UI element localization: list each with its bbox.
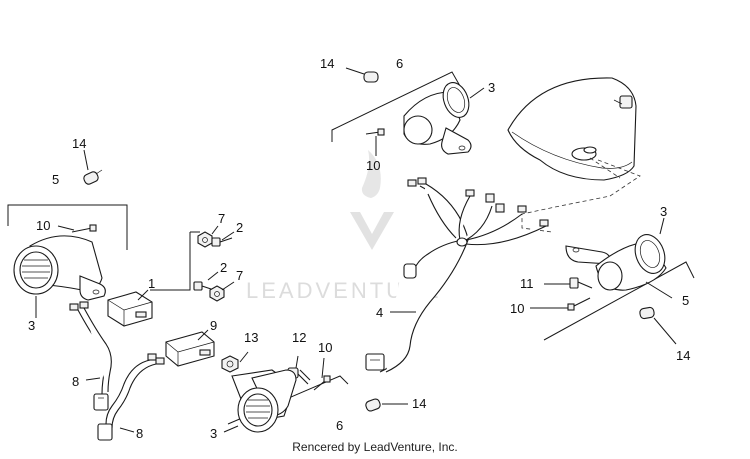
callout-10-left: 10 [36, 218, 50, 233]
top-signal-housing [403, 82, 472, 155]
right-signal-housing [565, 234, 667, 291]
callout-3-bottom: 3 [210, 426, 217, 441]
nut-part [221, 355, 239, 373]
callout-14-right: 14 [676, 348, 690, 363]
callout-8-b: 8 [136, 426, 143, 441]
group-bracket [150, 232, 191, 291]
render-credit: Rencered by LeadVenture, Inc. [292, 440, 458, 454]
callout-3-top: 3 [488, 80, 495, 95]
callout-10-top: 10 [366, 158, 380, 173]
fairing-part [507, 77, 637, 181]
screw-part [71, 224, 97, 233]
callout-2-b: 2 [220, 260, 227, 275]
left-signal-group [7, 149, 235, 441]
callout-14-left: 14 [72, 136, 86, 151]
left-signal-housing [13, 235, 106, 301]
callout-11: 11 [520, 276, 534, 291]
callout-10-mid: 10 [318, 340, 332, 355]
wire-harness-part [69, 301, 112, 411]
control-module-part [165, 331, 215, 367]
callout-14-bottom: 14 [412, 396, 426, 411]
callout-12: 12 [292, 330, 306, 345]
screw-part [365, 128, 385, 136]
group-bracket [7, 204, 128, 250]
callout-5-right: 5 [682, 293, 689, 308]
flasher-relay-part [107, 291, 153, 327]
callout-9: 9 [210, 318, 217, 333]
connection-dashes [521, 159, 641, 233]
callout-6-top: 6 [396, 56, 403, 71]
callout-3-left: 3 [28, 318, 35, 333]
callout-7-b: 7 [236, 268, 243, 283]
nut-part [209, 285, 225, 302]
bulb-part [83, 169, 103, 185]
callout-6-bottom: 6 [336, 418, 343, 433]
bottom-signal-housing [231, 369, 297, 433]
callout-14-top: 14 [320, 56, 334, 71]
callout-13: 13 [244, 330, 258, 345]
callout-5-left: 5 [52, 172, 59, 187]
bulb-part [639, 306, 655, 320]
bottom-signal-group [221, 351, 408, 433]
group-bracket [331, 71, 461, 142]
screw-part [313, 375, 331, 391]
callout-10-right: 10 [510, 301, 524, 316]
flame-logo-icon [361, 150, 381, 198]
bulb-part [363, 71, 379, 83]
callout-2-a: 2 [236, 220, 243, 235]
main-wire-harness-part [365, 177, 549, 373]
nut-part [197, 231, 213, 248]
callout-4: 4 [376, 305, 383, 320]
screw-part [567, 297, 591, 311]
callout-labels: 14 5 10 3 7 2 1 2 7 8 8 9 13 12 10 3 6 1… [28, 56, 690, 441]
callout-7-a: 7 [218, 211, 225, 226]
bolt-part [193, 281, 215, 291]
callout-8-a: 8 [72, 374, 79, 389]
bolt-part [211, 237, 233, 247]
group-bracket [543, 261, 695, 341]
callout-1: 1 [148, 276, 155, 291]
bolt-part [569, 277, 593, 289]
top-signal-group [331, 67, 485, 156]
bulb-part [365, 398, 381, 412]
callout-3-right: 3 [660, 204, 667, 219]
v-logo-icon [350, 212, 394, 250]
right-signal-group [530, 217, 695, 345]
wire-harness-part [97, 353, 165, 441]
